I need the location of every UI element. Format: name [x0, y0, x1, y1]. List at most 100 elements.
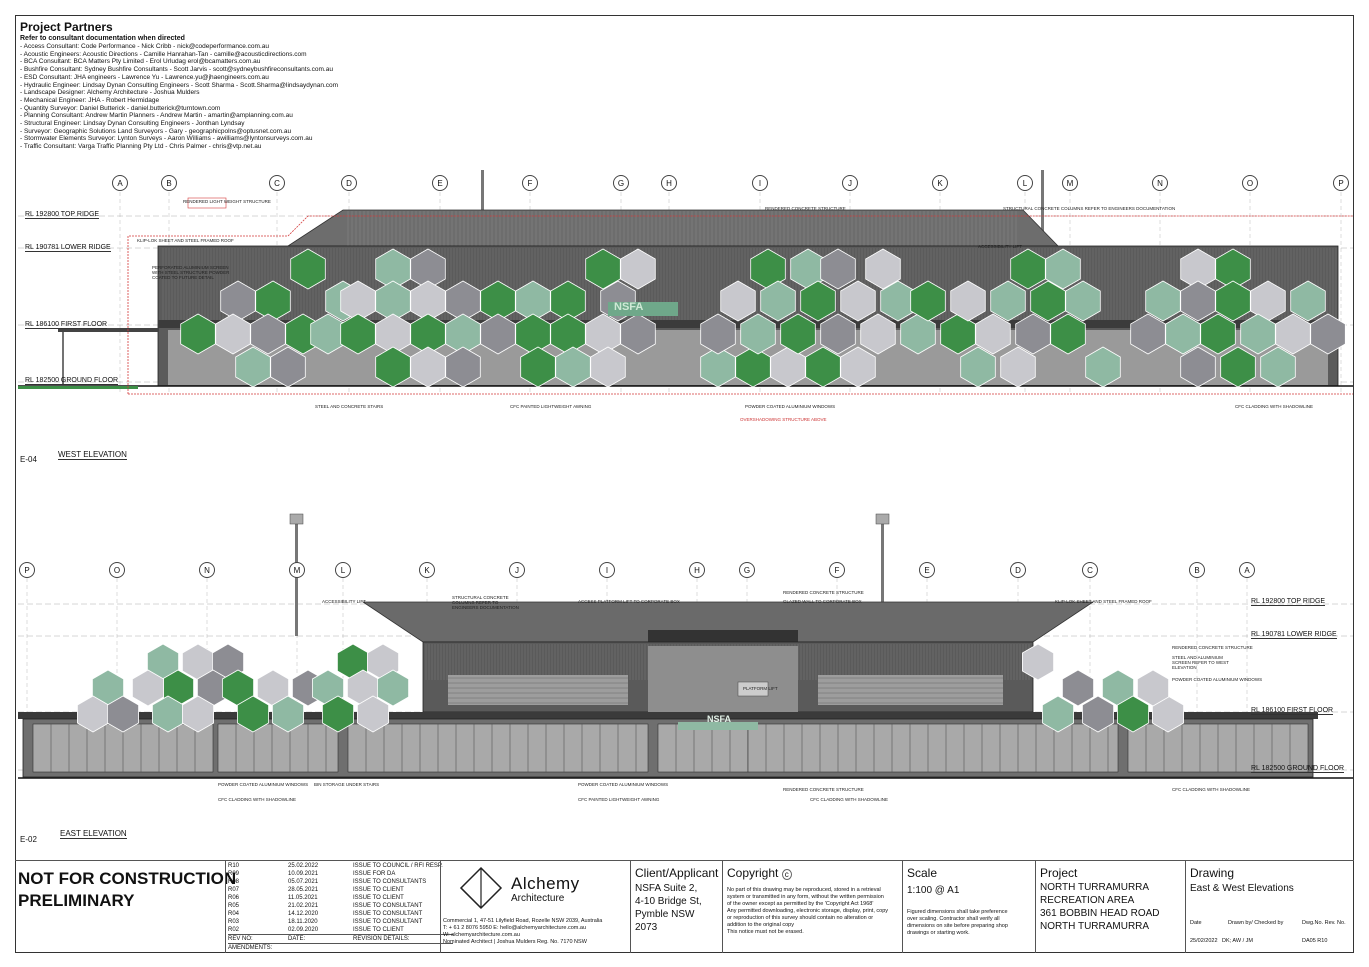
screen-hex-panel: [840, 346, 876, 388]
light-pole: [881, 516, 884, 606]
revision-cell: 10.09.2021: [288, 871, 319, 877]
annotation-note: STEEL AND CONCRETE STAIRS: [315, 404, 384, 409]
window-bank: [747, 723, 1119, 773]
text-line: system or transmitted in any form, witho…: [727, 894, 884, 900]
client-label: Client/Applicant: [635, 866, 719, 880]
grid-label-k: K: [932, 175, 948, 191]
text-line: Nominated Architect | Joshua Mulders Reg…: [443, 939, 587, 945]
glazed-corporate-box: [648, 646, 798, 712]
grid-label-e: E: [919, 562, 935, 578]
screen-hex-panel: [1022, 643, 1054, 681]
grid-label-f: F: [522, 175, 538, 191]
drawing-block: Drawing East & West Elevations Date Draw…: [1185, 860, 1354, 953]
annotation-note: STRUCTURAL CONCRETE COLUMNS REFER TO ENG…: [1003, 206, 1176, 211]
revision-header-cell: DATE:: [288, 936, 306, 942]
revision-cell: ISSUE TO CLIENT: [353, 927, 404, 933]
text-line: 4-10 Bridge St,: [635, 896, 702, 907]
screen-hex-panel: [1085, 346, 1121, 388]
text-line: drawings or starting work.: [907, 930, 970, 936]
text-line: NSFA Suite 2,: [635, 883, 698, 894]
screen-hex-panel: [250, 313, 286, 355]
grid-label-d: D: [1010, 562, 1026, 578]
grid-label-m: M: [289, 562, 305, 578]
text-line: of the owner except as permitted by the …: [727, 901, 874, 907]
level-label: RL 186100 FIRST FLOOR: [1251, 707, 1334, 715]
text-line: Commercial 1, 47-51 Lilyfield Road, Roze…: [443, 918, 603, 924]
revision-cell: ISSUE TO CLIENT: [353, 895, 404, 901]
screen-hex-panel: [410, 280, 446, 322]
annotation-note: BIN STORAGE UNDER STAIRS: [314, 782, 380, 787]
seating-tiers: [818, 675, 1003, 705]
annotation-note: KLIP-LOK SHEET AND STEEL FRAMED ROOF: [137, 238, 234, 243]
text-line: T: + 61 2 8076 5950 E: hello@alchemyarch…: [443, 925, 587, 931]
text-line: Pymble NSW: [635, 909, 695, 920]
revision-block: [225, 860, 455, 953]
screen-hex-panel: [1215, 248, 1251, 290]
revision-cell: ISSUE TO CONSULTANT: [353, 903, 423, 909]
revision-cell: ISSUE TO CONSULTANTS: [353, 879, 427, 885]
annotation-note: ACCESSIBILITY LIFT: [322, 599, 366, 604]
screen-hex-panel: [1042, 695, 1074, 733]
annotation-note: STEEL AND ALUMINIUM SCREEN REFER TO WEST…: [1172, 655, 1229, 670]
text-line: This notice must not be erased.: [727, 929, 804, 935]
screen-hex-panel: [720, 280, 756, 322]
revision-cell: 02.09.2020: [288, 927, 319, 933]
partner-item: - Planning Consultant: Andrew Martin Pla…: [20, 112, 293, 120]
screen-hex-panel: [321, 695, 355, 733]
dwg-no-label: Dwg.No. Rev. No.: [1302, 920, 1346, 926]
annotation-note: RENDERED CONCRETE STRUCTURE: [765, 206, 846, 211]
partner-item: - Bushfire Consultant: Sydney Bushfire C…: [20, 66, 333, 74]
screen-hex-panel: [236, 695, 270, 733]
grid-label-p: P: [19, 562, 35, 578]
screen-hex-panel: [975, 313, 1011, 355]
screen-hex-panel: [375, 346, 411, 388]
grid-label-f: F: [829, 562, 845, 578]
partner-item: - Structural Engineer: Lindsay Dynan Con…: [20, 120, 245, 128]
overshadow-tag: [187, 197, 227, 209]
screen-hex-panel: [820, 313, 856, 355]
nsfa-sign: NSFA: [707, 714, 732, 724]
screen-hex-panel: [375, 280, 411, 322]
scale-block: Scale 1:100 @ A1 Figured dimensions shal…: [902, 860, 1035, 953]
grid-label-d: D: [341, 175, 357, 191]
text-line: Any permitted downloading, electronic st…: [727, 908, 889, 914]
grid-label-g: G: [613, 175, 629, 191]
window-bank: [347, 723, 649, 773]
annotation-note: RENDERED LIGHT WEIGHT STRUCTURE: [183, 199, 271, 204]
window-bank: [657, 723, 749, 773]
project-partners: Project Partners Refer to consultant doc…: [20, 20, 540, 152]
revision-cell: ISSUE TO CLIENT: [353, 887, 404, 893]
screen-hex-panel: [376, 669, 410, 707]
annotation-note: PERFORATED ALUMINIUM SCREEN WITH STEEL S…: [152, 265, 230, 280]
grid-label-o: O: [109, 562, 125, 578]
revision-cell: 14.12.2020: [288, 911, 319, 917]
text-line: 2073: [635, 922, 658, 933]
firm-name: Alchemy: [511, 874, 580, 893]
screen-hex-panel: [840, 280, 876, 322]
grid-label-p: P: [1333, 175, 1349, 191]
text-line: dimensions on site before preparing shop: [907, 923, 1008, 929]
west-elevation-drawing: [18, 170, 1353, 395]
text-line: Figured dimensions shall take preference: [907, 909, 1008, 915]
west-elevation-title: WEST ELEVATION: [58, 450, 127, 460]
light-head: [875, 513, 890, 525]
screen-hex-panel: [410, 346, 446, 388]
scale-note: Figured dimensions shall take preference…: [907, 909, 1031, 937]
screen-hex-panel: [1220, 346, 1256, 388]
partners-list: - Access Consultant: Code Performance - …: [20, 43, 540, 151]
screen-hex-panel: [1117, 695, 1149, 733]
partner-item: - Stormwater Elements Surveyor: Lynton S…: [20, 135, 313, 143]
partner-item: - Traffic Consultant: Varga Traffic Plan…: [20, 143, 262, 151]
copyright-block: Copyright c No part of this drawing may …: [722, 860, 902, 953]
revision-header: REV NO:DATE:REVISION DETAILS:: [228, 934, 453, 943]
revision-cell: R07: [228, 887, 240, 893]
screen-hex-panel: [1310, 313, 1346, 355]
client-address: NSFA Suite 2, 4-10 Bridge St, Pymble NSW 20…: [635, 882, 718, 934]
screen-hex-panel: [1180, 346, 1216, 388]
